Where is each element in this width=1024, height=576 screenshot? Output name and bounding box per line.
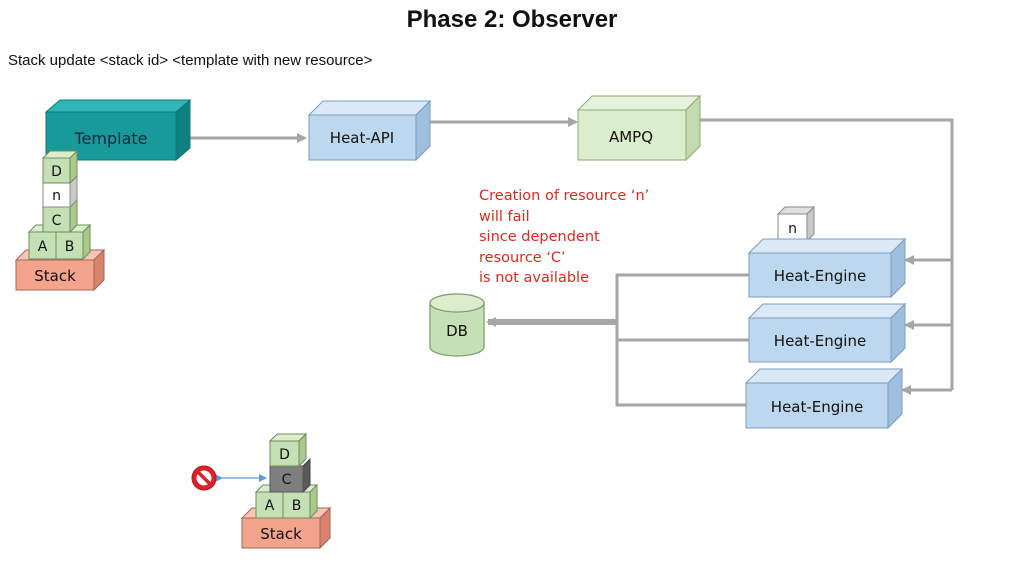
no-entry-icon <box>191 465 217 491</box>
db-label: DB <box>446 322 468 340</box>
engine-resource-n-block: n <box>776 205 816 243</box>
stack-top-block-d-label: D <box>51 164 62 180</box>
ampq-label: AMPQ <box>609 128 653 146</box>
engine1-to-db-line <box>615 273 749 322</box>
ampq-to-bus-line <box>700 118 954 390</box>
failure-note-line: Creation of resource ‘n’ <box>479 188 650 204</box>
stack-top-block-n-label: n <box>52 188 61 204</box>
stack-bottom-block-c: C <box>269 457 311 494</box>
stack-bottom-block-d: D <box>268 432 308 468</box>
heat-engine-3-box: Heat-Engine <box>744 367 904 430</box>
failure-note-line: is not available <box>479 270 589 286</box>
stack-bottom-block-c-label: C <box>282 472 292 488</box>
ampq-box: AMPQ <box>576 94 702 162</box>
stack-bottom: Stack A B C D <box>240 432 332 550</box>
heat-api-box: Heat-API <box>307 99 432 162</box>
db-cylinder: DB <box>429 293 485 357</box>
stack-bottom-block-b-label: B <box>292 498 302 514</box>
engine-resource-n-label: n <box>788 221 797 237</box>
heat-engine-2-label: Heat-Engine <box>774 332 866 350</box>
heat-engine-1-box: Heat-Engine <box>747 237 907 299</box>
command-subtitle: Stack update <stack id> <template with n… <box>8 52 373 69</box>
engine3-to-db-line <box>615 322 746 407</box>
stack-top-block-c-label: C <box>52 213 62 229</box>
template-label: Template <box>73 129 147 148</box>
stack-top-block-n: n <box>42 174 78 209</box>
failure-note-line: resource ‘C’ <box>479 249 566 266</box>
stack-bottom-label: Stack <box>260 525 302 543</box>
heat-api-label: Heat-API <box>330 129 394 147</box>
stack-top-block-a-label: A <box>38 239 48 255</box>
stack-top-block-b-label: B <box>65 239 75 255</box>
connectors <box>190 117 954 407</box>
heat-engine-3-label: Heat-Engine <box>771 398 863 416</box>
heat-engine-1-label: Heat-Engine <box>774 267 866 285</box>
failure-note-line: since dependent <box>479 229 600 245</box>
failure-note: Creation of resource ‘n’ will fail since… <box>479 186 649 289</box>
stack-top-label: Stack <box>34 267 76 285</box>
stack-top: Stack A B C n D <box>14 149 106 292</box>
template-box: Template <box>44 98 192 162</box>
failure-note-line: will fail <box>479 208 530 225</box>
stack-bottom-block-d-label: D <box>279 447 290 463</box>
page-title: Phase 2: Observer <box>406 6 618 33</box>
heat-engine-2-box: Heat-Engine <box>747 302 907 364</box>
stack-bottom-block-a-label: A <box>265 498 275 514</box>
stack-top-block-d: D <box>41 149 79 185</box>
engine2-to-db-line <box>615 322 749 342</box>
